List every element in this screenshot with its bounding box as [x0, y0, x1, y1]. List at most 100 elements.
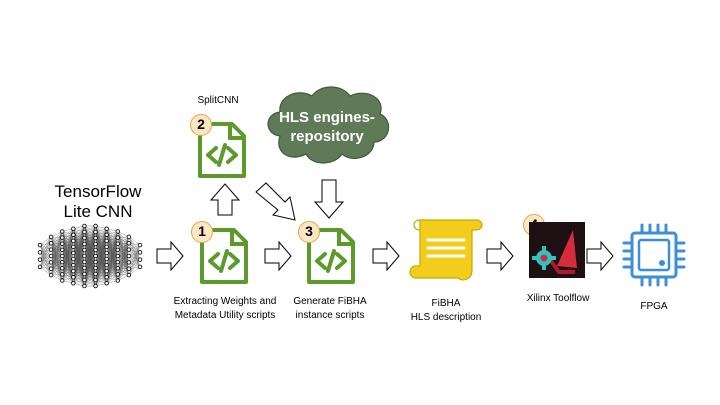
network-node	[71, 238, 76, 244]
network-node	[115, 272, 121, 277]
network-node	[71, 274, 76, 280]
cloud-text-line1: HLS engines-	[279, 109, 375, 126]
xilinx-tool-icon	[529, 222, 585, 278]
network-node	[104, 256, 109, 262]
generate-label-line2: instance scripts	[295, 310, 365, 321]
network-node	[93, 259, 98, 265]
generate-label-line1: Generate FiBHA	[293, 296, 367, 307]
network-node	[37, 242, 43, 248]
step-badge-2: 2	[190, 114, 212, 136]
network-node	[93, 235, 98, 241]
network-node	[104, 281, 109, 286]
network-node	[59, 247, 65, 253]
network-node	[104, 268, 109, 274]
network-node	[126, 241, 132, 246]
network-node	[59, 253, 65, 259]
arrow-fibha-to-xilinx	[486, 240, 514, 272]
fibha-label: FiBHA HLS description	[396, 297, 496, 325]
network-node	[104, 274, 109, 280]
network-node	[126, 272, 132, 278]
network-node	[71, 250, 76, 256]
network-node	[82, 241, 87, 247]
extract-label: Extracting Weights and Metadata Utility …	[150, 295, 300, 323]
code-file-icon	[200, 228, 248, 284]
network-node	[71, 256, 76, 262]
network-node	[104, 262, 109, 268]
network-node	[59, 241, 65, 246]
network-node	[82, 229, 87, 235]
network-node	[37, 264, 43, 270]
arrow-repo-to-generate	[313, 179, 345, 219]
network-node	[115, 266, 121, 271]
arrow-extract-to-generate	[264, 240, 292, 272]
arrow-splitcnn-to-generate	[255, 182, 296, 221]
network-node	[82, 253, 87, 259]
network-node	[59, 235, 65, 240]
extract-label-line2: Metadata Utility scripts	[174, 310, 276, 321]
network-node	[126, 253, 132, 259]
network-node	[82, 247, 87, 253]
network-node	[48, 266, 54, 271]
network-node	[82, 235, 87, 241]
network-node	[126, 266, 132, 271]
network-node	[93, 271, 98, 277]
arrow-generate-to-fibha	[372, 240, 400, 272]
network-node	[93, 223, 98, 229]
scroll-document-icon	[409, 219, 483, 281]
network-node	[82, 223, 87, 229]
network-node	[115, 241, 121, 246]
network-node	[59, 229, 65, 234]
network-node	[115, 253, 121, 259]
fpga-label: FPGA	[640, 301, 668, 312]
network-node	[115, 235, 121, 240]
network-node	[59, 272, 65, 277]
network-node	[48, 253, 54, 259]
network-node	[71, 226, 76, 231]
xilinx-label: Xilinx Toolflow	[526, 293, 590, 304]
network-node	[82, 277, 87, 283]
network-node	[59, 278, 65, 283]
network-node	[104, 232, 109, 238]
network-node	[104, 250, 109, 256]
network-node	[104, 244, 109, 250]
code-file-icon	[307, 228, 355, 284]
network-node	[93, 277, 98, 283]
network-node	[115, 247, 121, 253]
network-node	[126, 234, 132, 240]
network-node	[115, 229, 121, 234]
network-node	[71, 232, 76, 238]
network-node	[71, 281, 76, 286]
network-node	[59, 266, 65, 271]
network-node	[137, 250, 143, 255]
network-node	[93, 247, 98, 253]
network-title-line2: Lite CNN	[63, 202, 133, 221]
code-file-icon	[198, 122, 246, 178]
network-node	[48, 260, 54, 265]
cloud-text-line2: repository	[290, 128, 364, 145]
network-title: TensorFlow Lite CNN	[38, 182, 158, 222]
network-node	[82, 271, 87, 277]
network-node	[93, 253, 98, 259]
network-node	[71, 268, 76, 274]
network-node	[82, 265, 87, 271]
network-node	[93, 241, 98, 247]
network-node	[104, 226, 109, 231]
network-node	[71, 244, 76, 250]
network-node	[37, 257, 43, 262]
network-node	[137, 242, 143, 248]
network-node	[48, 247, 54, 252]
arrow-xilinx-to-fpga	[586, 240, 614, 272]
network-node	[93, 265, 98, 271]
generate-label: Generate FiBHA instance scripts	[270, 295, 390, 323]
step-badge-3: 3	[298, 221, 320, 243]
network-node	[115, 259, 121, 265]
fibha-label-line2: HLS description	[410, 312, 482, 323]
network-node	[48, 234, 54, 240]
network-node	[126, 247, 132, 252]
network-node	[93, 283, 98, 289]
arrow-net-to-extract	[156, 240, 184, 272]
network-node	[37, 250, 43, 255]
network-node	[82, 259, 87, 265]
